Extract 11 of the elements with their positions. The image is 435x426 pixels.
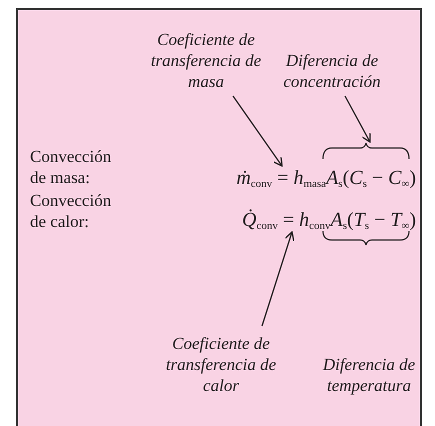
- row-label: Convección de calor:: [30, 190, 112, 232]
- equation: ṁ$_{conv}$ = h$_{masa}$A$_{s}$(C$_{s}$ − C$_{∞}$): [236, 166, 416, 190]
- equation: Q̇$_{conv}$ = h$_{conv}$A$_{s}$(T$_{s}$ − T$_{∞}$): [242, 208, 416, 232]
- leader-arrow: [261, 231, 294, 326]
- leader-arrow: [232, 96, 283, 167]
- annotation-text: Coeficiente de transferencia de masa: [150, 29, 262, 92]
- annotation-text: Diferencia de concentración: [282, 50, 382, 92]
- leader-arrow: [344, 96, 371, 143]
- annotation-text: Coeficiente de transferencia de calor: [164, 333, 278, 396]
- annotation-text: Diferencia de temperatura: [322, 354, 416, 396]
- row-label: Convección de masa:: [30, 146, 112, 188]
